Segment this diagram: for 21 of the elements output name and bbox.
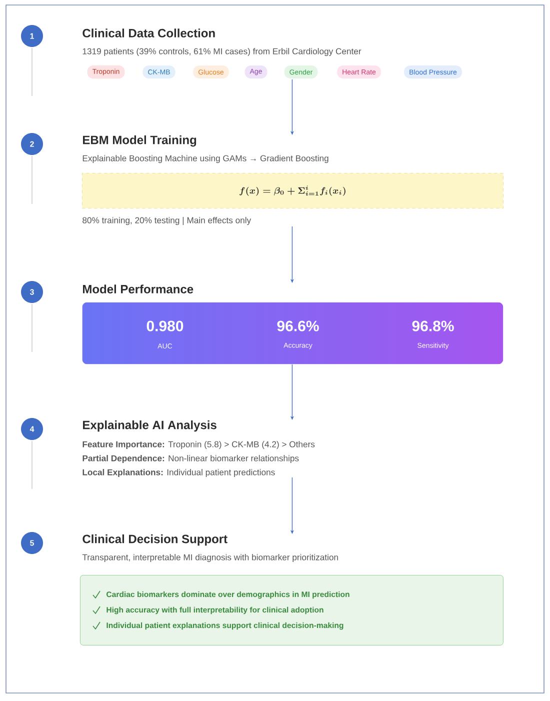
step-heading: Clinical Data Collection [82,28,215,38]
description: Partial Dependence: Non-linear biomarker relationships [82,455,299,464]
description: Transparent, interpretable MI diagnosis with biomarker prioritization [82,554,338,562]
step-heading: EBM Model Training [83,135,196,147]
formula-box: $f(x) = \beta_0 + \Sigma_{i=1}^{i} f_i(x_i)$ [82,173,504,208]
description: 1319 patients (39% controls, 61% MI cases) from Erbil Cardiology Center [82,48,362,56]
description: Explainable Boosting Machine using GAMs → Gradient Boosting [82,155,328,164]
metric-value: 0.980 [146,320,184,332]
step-heading: Explainable AI Analysis [83,420,216,432]
step-number: 2 [21,133,43,155]
description: 80% training, 20% testing | Main effects only [82,216,252,226]
step-number: 4 [21,418,43,440]
step-number: 3 [21,281,43,303]
metric-value: 96.6% [277,320,319,332]
description: Local Explanations: Individual patient predictions [82,469,275,478]
step-heading: Model Performance [83,284,194,294]
step-heading: Clinical Decision Support [82,534,228,546]
metric-value: 96.8% [412,320,454,332]
step-number: 1 [21,25,43,47]
description: Feature Importance: Troponin (5.8) > CK-MB (4.2) > Others [82,441,315,450]
step-number: 5 [21,532,43,554]
